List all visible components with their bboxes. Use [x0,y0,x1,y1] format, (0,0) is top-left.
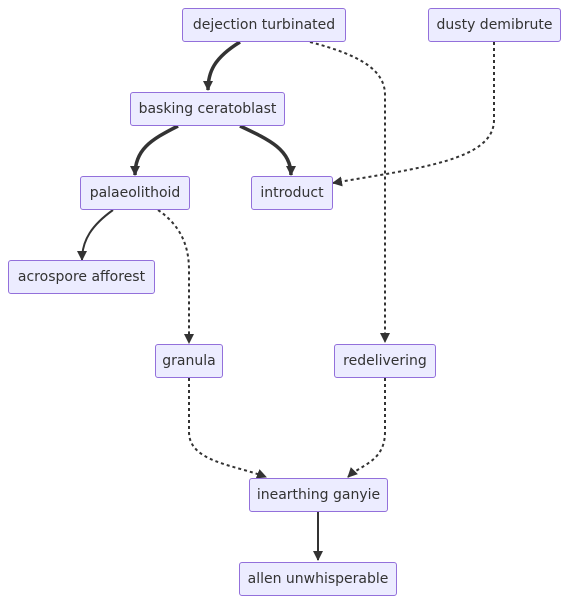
node-dejection-turbinated[interactable]: dejection turbinated [182,8,346,42]
edge-palaeo-acrospore [77,209,114,261]
node-allen-unwhisperable[interactable]: allen unwhisperable [239,562,397,596]
edge-basking-introduct [239,124,296,176]
node-dusty-demibrute[interactable]: dusty demibrute [428,8,561,42]
edge-dejection-basking [203,40,241,91]
node-redelivering[interactable]: redelivering [334,344,436,378]
node-acrospore-afforest[interactable]: acrospore afforest [8,260,155,294]
edge-dejection-redelivering [309,41,390,343]
edge-dusty-introduct [332,42,495,187]
node-granula[interactable]: granula [155,344,223,378]
edge-palaeo-granula [157,209,194,344]
edge-granula-inearthing [188,378,267,479]
node-basking-ceratoblast[interactable]: basking ceratoblast [130,92,285,126]
edge-redelivering-inearthing [347,378,386,478]
node-inearthing-ganyie[interactable]: inearthing ganyie [249,478,388,512]
node-introduct[interactable]: introduct [251,176,333,210]
edge-basking-palaeo [130,124,179,176]
node-palaeolithoid[interactable]: palaeolithoid [80,176,190,210]
